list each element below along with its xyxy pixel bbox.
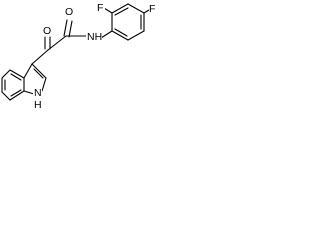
amide-oxygen-label: O <box>65 6 73 18</box>
indole-n1-c7a-bond <box>23 90 35 95</box>
c-f-bond-para <box>143 9 150 14</box>
indole-benz-bond-4 <box>1 91 11 101</box>
aryl-ring-bond-6 <box>111 30 129 41</box>
indole-c3-c2-bond <box>31 63 47 79</box>
glyoxyl-c-c-bond <box>31 49 49 65</box>
atom-labels: O O NH F F N H <box>33 2 157 111</box>
fluorine-para-label: F <box>149 3 155 15</box>
c-f-bond-ortho <box>103 7 113 14</box>
indole-hydrogen-label: H <box>34 99 42 111</box>
aryl-ring-bond-5 <box>127 30 145 41</box>
indole-benz-bond-1 <box>9 69 25 79</box>
indole-c2-c3-double <box>33 68 44 79</box>
amide-double-bond-b <box>68 20 73 38</box>
ketone-oxygen-label: O <box>43 25 51 37</box>
bonds <box>1 3 150 101</box>
indole-benz-bond-2 <box>1 69 11 79</box>
indole-benz-bond-5 <box>9 90 25 101</box>
fluorine-ortho-label: F <box>97 2 103 14</box>
aryl-ring-bond-3 <box>127 3 145 14</box>
chemical-structure: O O NH F F N H <box>1 2 157 111</box>
aryl-ring-bond-2 <box>111 3 129 14</box>
indole-nitrogen-label: N <box>34 87 42 99</box>
aryl-ring-inner-1 <box>114 7 129 16</box>
indole-benz-inner-3 <box>10 89 22 97</box>
ketone-bond-c-c <box>47 35 67 51</box>
aryl-ring-inner-3 <box>114 28 128 37</box>
indole-benz-inner-1 <box>10 73 22 81</box>
amide-double-bond-a <box>63 19 68 37</box>
n-aryl-bond <box>100 30 113 39</box>
indole-c3-c3a-bond <box>23 63 33 79</box>
amide-nh-label: NH <box>87 31 102 43</box>
indole-c2-n1-bond <box>41 77 47 92</box>
